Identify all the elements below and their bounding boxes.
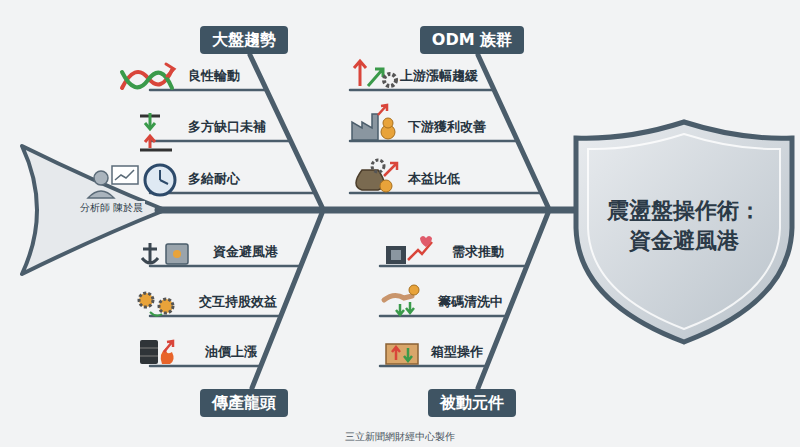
shield xyxy=(576,122,792,342)
category-label: 被動元件 xyxy=(440,389,504,417)
cause-item: 上游漲幅趨緩 xyxy=(400,67,478,84)
category-box: 被動元件 xyxy=(428,389,516,417)
factory-icon xyxy=(352,105,395,140)
box-icon xyxy=(386,344,418,364)
oil-icon xyxy=(140,340,174,364)
haven-icon xyxy=(142,243,188,264)
cause-item: 油價上漲 xyxy=(205,343,257,360)
spine xyxy=(158,207,585,214)
category-box: ODM 族群 xyxy=(420,26,524,54)
cause-item: 本益比低 xyxy=(408,170,460,187)
cause-item: 箱型操作 xyxy=(431,343,483,360)
cause-item: 交互持股效益 xyxy=(199,293,277,310)
gap-icon xyxy=(140,113,172,150)
upstream-icon xyxy=(354,61,396,86)
cause-item: 良性輪動 xyxy=(188,67,240,84)
title-text: 震盪盤操作術： 資金避風港 xyxy=(595,196,773,255)
clock-icon xyxy=(145,165,175,195)
category-label: 傳產龍頭 xyxy=(212,389,276,417)
ticks xyxy=(150,90,541,366)
cause-item: 下游獲利改善 xyxy=(408,118,486,135)
category-box: 大盤趨勢 xyxy=(200,26,288,54)
caption: 三立新聞網財經中心製作 xyxy=(345,430,455,443)
hand-coins-icon xyxy=(384,285,419,315)
gears-icon xyxy=(139,293,173,316)
rotation-icon xyxy=(122,64,174,88)
chip-icon xyxy=(386,236,432,264)
cause-item: 需求推動 xyxy=(452,243,504,260)
cause-item: 籌碼清洗中 xyxy=(438,293,503,310)
category-box: 傳產龍頭 xyxy=(200,389,288,417)
cause-item: 多給耐心 xyxy=(188,170,240,187)
moneybag-icon xyxy=(356,160,397,192)
cause-item: 資金避風港 xyxy=(213,243,278,260)
category-label: ODM 族群 xyxy=(432,26,512,54)
analyst-icon xyxy=(88,166,138,198)
fish-tail xyxy=(22,146,165,274)
category-label: 大盤趨勢 xyxy=(212,26,276,54)
analyst-credit: 分析師 陳於晨 xyxy=(78,201,145,214)
shield-rim xyxy=(588,134,780,329)
bones xyxy=(250,55,548,388)
fish-head-title: 震盪盤操作術： 資金避風港 xyxy=(595,196,773,255)
cause-item: 多方缺口未補 xyxy=(188,118,266,135)
